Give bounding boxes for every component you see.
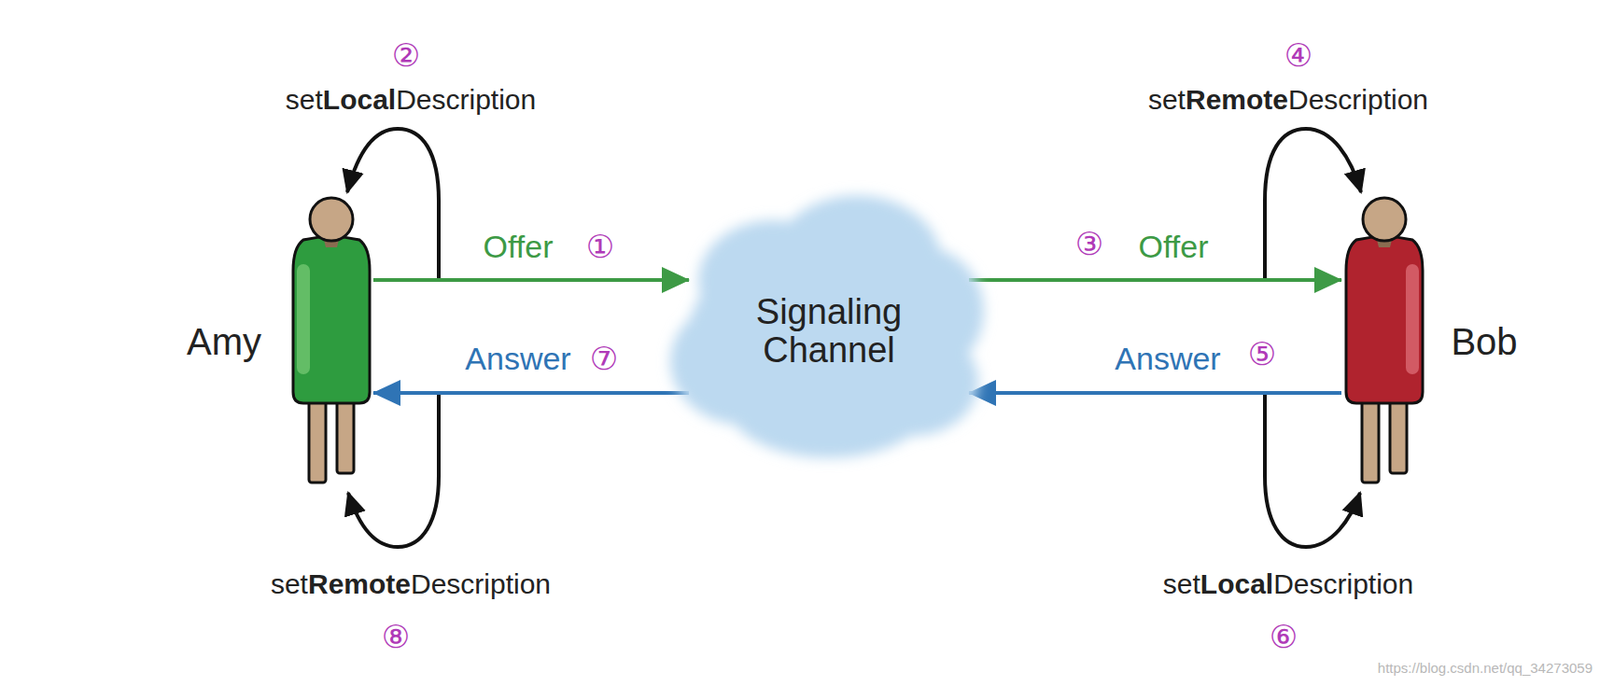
self-loop-arrow (348, 392, 439, 548)
self-loop-arrow (1264, 128, 1362, 281)
text-part: Description (1288, 84, 1429, 115)
cloud-puff (688, 242, 969, 421)
cloud-puff (853, 245, 984, 377)
self-loop-arrow (1264, 392, 1361, 548)
signal-arrow (968, 278, 1342, 282)
text-part: Remote (1185, 84, 1289, 115)
cloud-puff (726, 346, 932, 459)
signal-arrow (373, 278, 689, 282)
cloud-puff (847, 327, 979, 436)
text-part: Description (395, 84, 536, 115)
text-part: Description (1273, 568, 1414, 600)
callout-number: ② (392, 38, 421, 73)
callout-number: ④ (1284, 38, 1313, 73)
method-label: setLocalDescription (285, 84, 536, 115)
text-part: set (1148, 84, 1186, 115)
text-part: set (270, 568, 309, 600)
text-part: Remote (308, 568, 411, 600)
callout-number: ⑦ (589, 341, 618, 377)
neck (322, 236, 340, 248)
callout-number: ③ (1075, 226, 1104, 262)
callout-number: ⑤ (1248, 336, 1277, 372)
text-part: Description (410, 568, 551, 600)
cloud-puff (670, 297, 820, 425)
watermark: https://blog.csdn.net/qq_34273059 (1377, 660, 1593, 677)
node-title: Signaling Channel (726, 293, 932, 370)
arm (1405, 264, 1419, 375)
leg (336, 392, 354, 474)
text-part: set (1163, 568, 1201, 600)
edge-label: Answer (1111, 341, 1223, 377)
text-part: Local (322, 84, 396, 115)
leg (308, 392, 326, 483)
callout-number: ⑧ (381, 619, 410, 655)
head (1362, 197, 1406, 241)
callout-number: ⑥ (1269, 619, 1298, 655)
edge-label: Answer (462, 341, 574, 377)
cloud-art (688, 205, 969, 458)
person-node: Amy (182, 182, 374, 500)
person-node: Bob (1341, 182, 1529, 500)
edge-label: Offer (1136, 229, 1212, 265)
cloud-puff (698, 220, 848, 342)
body (1346, 237, 1423, 405)
self-loop-arrow (347, 128, 439, 281)
person-art (182, 182, 374, 500)
method-label: setRemoteDescription (1148, 84, 1429, 115)
signal-arrow (968, 391, 1342, 395)
leg (1361, 392, 1379, 483)
leg (1389, 392, 1407, 474)
method-label: setRemoteDescription (270, 568, 551, 600)
signaling-cloud: Signaling Channel (688, 205, 969, 458)
method-label: setLocalDescription (1163, 568, 1414, 600)
arm (296, 264, 310, 375)
signal-arrow (373, 391, 689, 395)
cloud-shape (670, 195, 984, 458)
text-part: set (285, 84, 323, 115)
person-art (1341, 182, 1529, 500)
neck (1375, 236, 1393, 248)
edge-label: Offer (480, 229, 557, 265)
head (309, 197, 353, 241)
person-name: Bob (1450, 322, 1517, 362)
person-name: Amy (186, 322, 262, 362)
callout-number: ① (586, 229, 615, 265)
body (293, 237, 370, 405)
cloud-puff (772, 195, 941, 326)
text-part: Local (1200, 568, 1274, 600)
person-figure (1346, 197, 1423, 483)
person-figure (293, 197, 370, 483)
